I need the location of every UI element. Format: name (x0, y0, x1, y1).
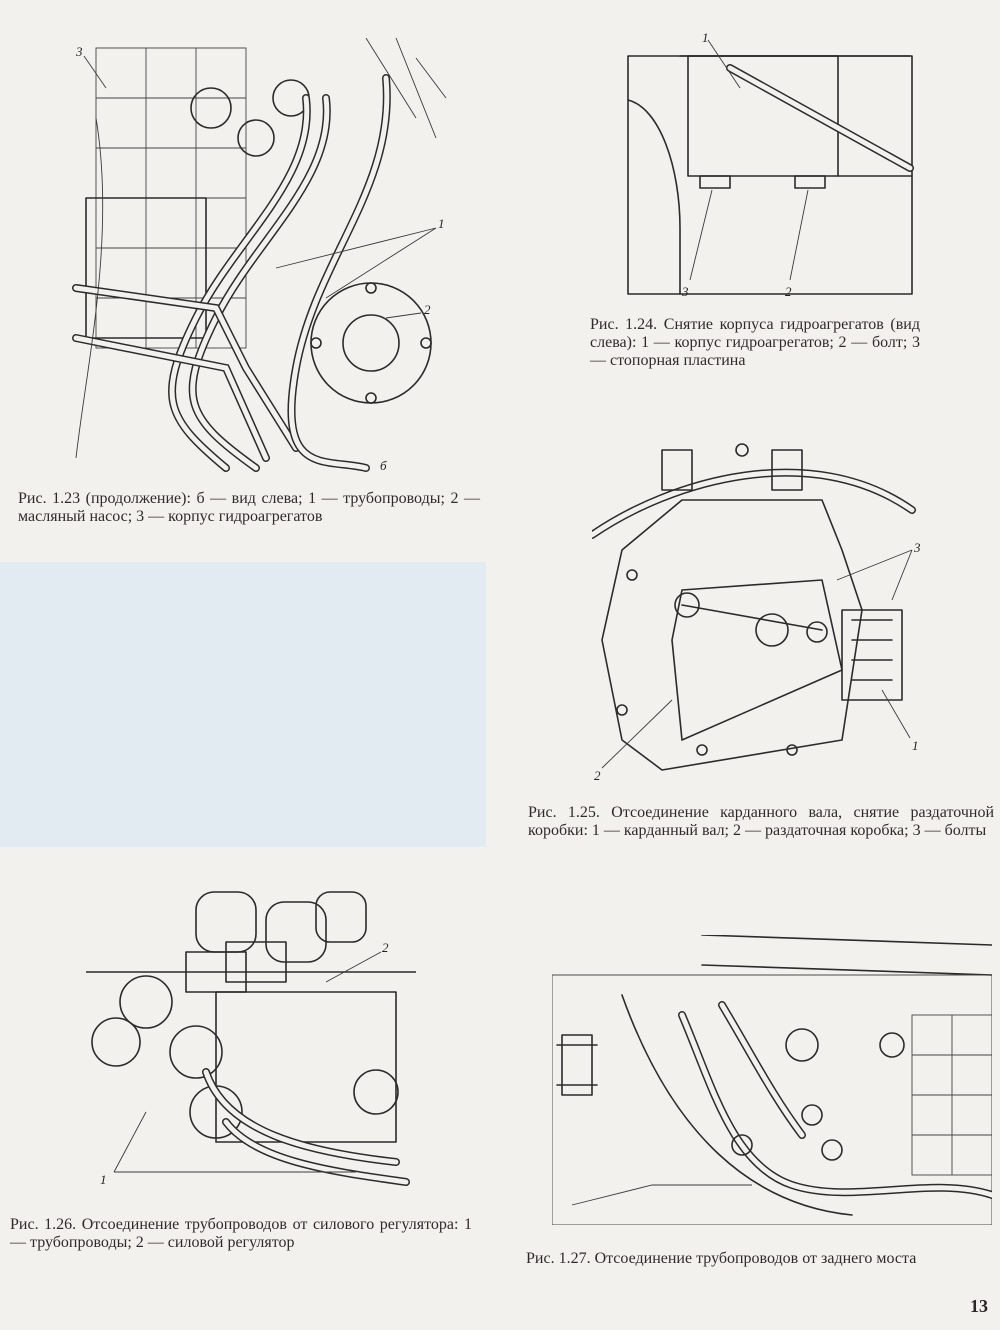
figure-1-25-caption: Рис. 1.25. Отсоединение карданного вала,… (528, 804, 994, 839)
figure-1-23-caption: Рис. 1.23 (продолжение): б — вид слева; … (18, 490, 480, 525)
fig124-label-3: 3 (681, 284, 689, 299)
figure-1-25-drawing: 3 1 2 (592, 440, 952, 790)
figure-1-26-drawing: 1 2 (86, 872, 416, 1192)
figure-1-24-drawing: 1 2 3 (620, 28, 920, 303)
fig123-label-1: 1 (438, 216, 445, 231)
page-number: 13 (970, 1296, 988, 1316)
fig125-label-3: 3 (913, 540, 921, 555)
figure-1-23-drawing: 1 2 3 б (66, 38, 486, 478)
figure-1-27-drawing (552, 935, 992, 1225)
fig126-label-2: 2 (382, 940, 389, 955)
fig123-label-2: 2 (424, 302, 431, 317)
fig126-label-1: 1 (100, 1172, 107, 1187)
blank-panel (0, 562, 486, 847)
figure-1-26-caption: Рис. 1.26. Отсоединение трубопроводов от… (10, 1216, 472, 1251)
fig125-label-2: 2 (594, 768, 601, 783)
figure-1-27-caption: Рис. 1.27. Отсоединение трубопроводов от… (526, 1250, 917, 1267)
fig123-label-3: 3 (75, 44, 83, 59)
fig124-label-2: 2 (785, 284, 792, 299)
figure-1-24-caption: Рис. 1.24. Снятие корпуса гидроагрегатов… (590, 316, 920, 369)
fig123-view-label: б (380, 458, 387, 473)
fig125-label-1: 1 (912, 738, 919, 753)
fig124-label-1: 1 (702, 30, 709, 45)
